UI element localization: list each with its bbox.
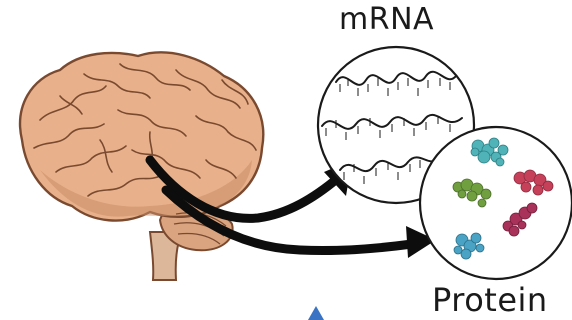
cursor-icon bbox=[308, 306, 324, 320]
mrna-label: mRNA bbox=[339, 2, 434, 37]
protein-circle bbox=[420, 127, 572, 279]
brain-illustration bbox=[20, 52, 263, 280]
protein-label: Protein bbox=[432, 281, 548, 319]
